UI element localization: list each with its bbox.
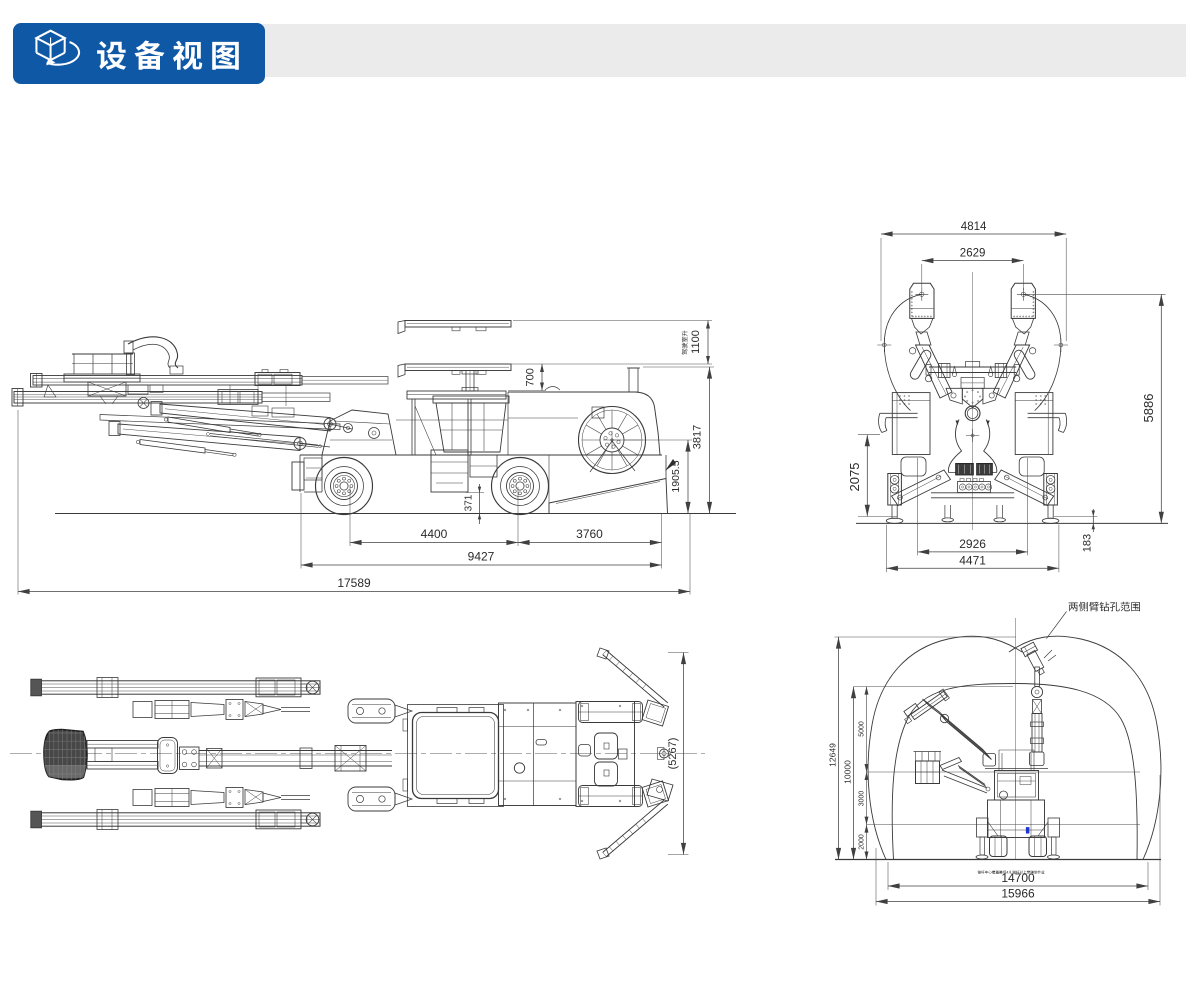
dim-track-width-label: 2926 <box>959 537 986 551</box>
dim-ground-clearance-label: 371 <box>464 494 475 511</box>
header-title <box>97 40 239 70</box>
tunnel-right-feed <box>1020 641 1045 676</box>
dim-canopy-stage-label: 700 <box>525 368 537 386</box>
dim-canopy-lift-label: 1100 <box>690 330 702 354</box>
dim-body-height-label: 2075 <box>847 463 862 492</box>
top-view-dimensions: (5267) <box>667 652 689 855</box>
dim-outrigger-span-label: 4471 <box>959 553 986 567</box>
dim-envelope-width-label: 15966 <box>1001 886 1035 900</box>
dim-rear-height-label: 5886 <box>1141 394 1156 423</box>
highlight-marker <box>1025 827 1030 834</box>
dim-canopy-note <box>681 330 688 355</box>
dim-envelope-height-label: 12649 <box>828 743 838 767</box>
top-view: (5267) <box>10 647 705 860</box>
side-view-machine-art <box>11 320 736 516</box>
dim-seg-upper-label: 5000 <box>859 721 866 737</box>
dim-overall-height-label: 3817 <box>692 425 704 449</box>
side-view-dimensions: 17589 9427 4400 3760 371 1905.5 3817 1100 700 <box>17 320 714 595</box>
rear-view-dimensions: 4814 2629 5886 2075 2926 4471 183 <box>847 221 1166 573</box>
cube-3d-rotate-icon <box>34 29 81 66</box>
dim-rear-width-label: 4814 <box>961 221 987 233</box>
top-view-machine-art <box>10 647 705 860</box>
side-view: 17589 9427 4400 3760 371 1905.5 3817 1100 700 <box>11 320 736 595</box>
section-header <box>13 23 1186 84</box>
dim-reel-height-label: 1905.5 <box>670 460 682 492</box>
tunnel-view-machine-art <box>835 618 1162 861</box>
dim-seg-lower-label: 2000 <box>859 834 866 850</box>
dim-coverage-height-label: 10000 <box>843 760 853 784</box>
dim-carrier-length-label: 9427 <box>468 550 495 564</box>
rear-view-machine-art <box>856 272 1168 530</box>
dim-seg-mid-label: 3000 <box>859 791 866 807</box>
dim-top-width-label: (5267) <box>667 738 679 770</box>
dim-rear-clearance-label: 183 <box>1081 534 1093 552</box>
dim-overall-length-label: 17589 <box>337 576 371 590</box>
tunnel-left-feed <box>903 688 950 725</box>
dim-wheelbase-label: 4400 <box>421 527 448 541</box>
dim-feed-spacing-label: 2629 <box>960 248 986 260</box>
rear-view: 4814 2629 5886 2075 2926 4471 183 <box>847 221 1168 573</box>
dim-coverage-width-label: 14700 <box>1001 871 1035 885</box>
dim-rear-length-label: 3760 <box>576 527 603 541</box>
tunnel-callout-text <box>1068 601 1140 612</box>
tunnel-note-text <box>977 870 1045 875</box>
